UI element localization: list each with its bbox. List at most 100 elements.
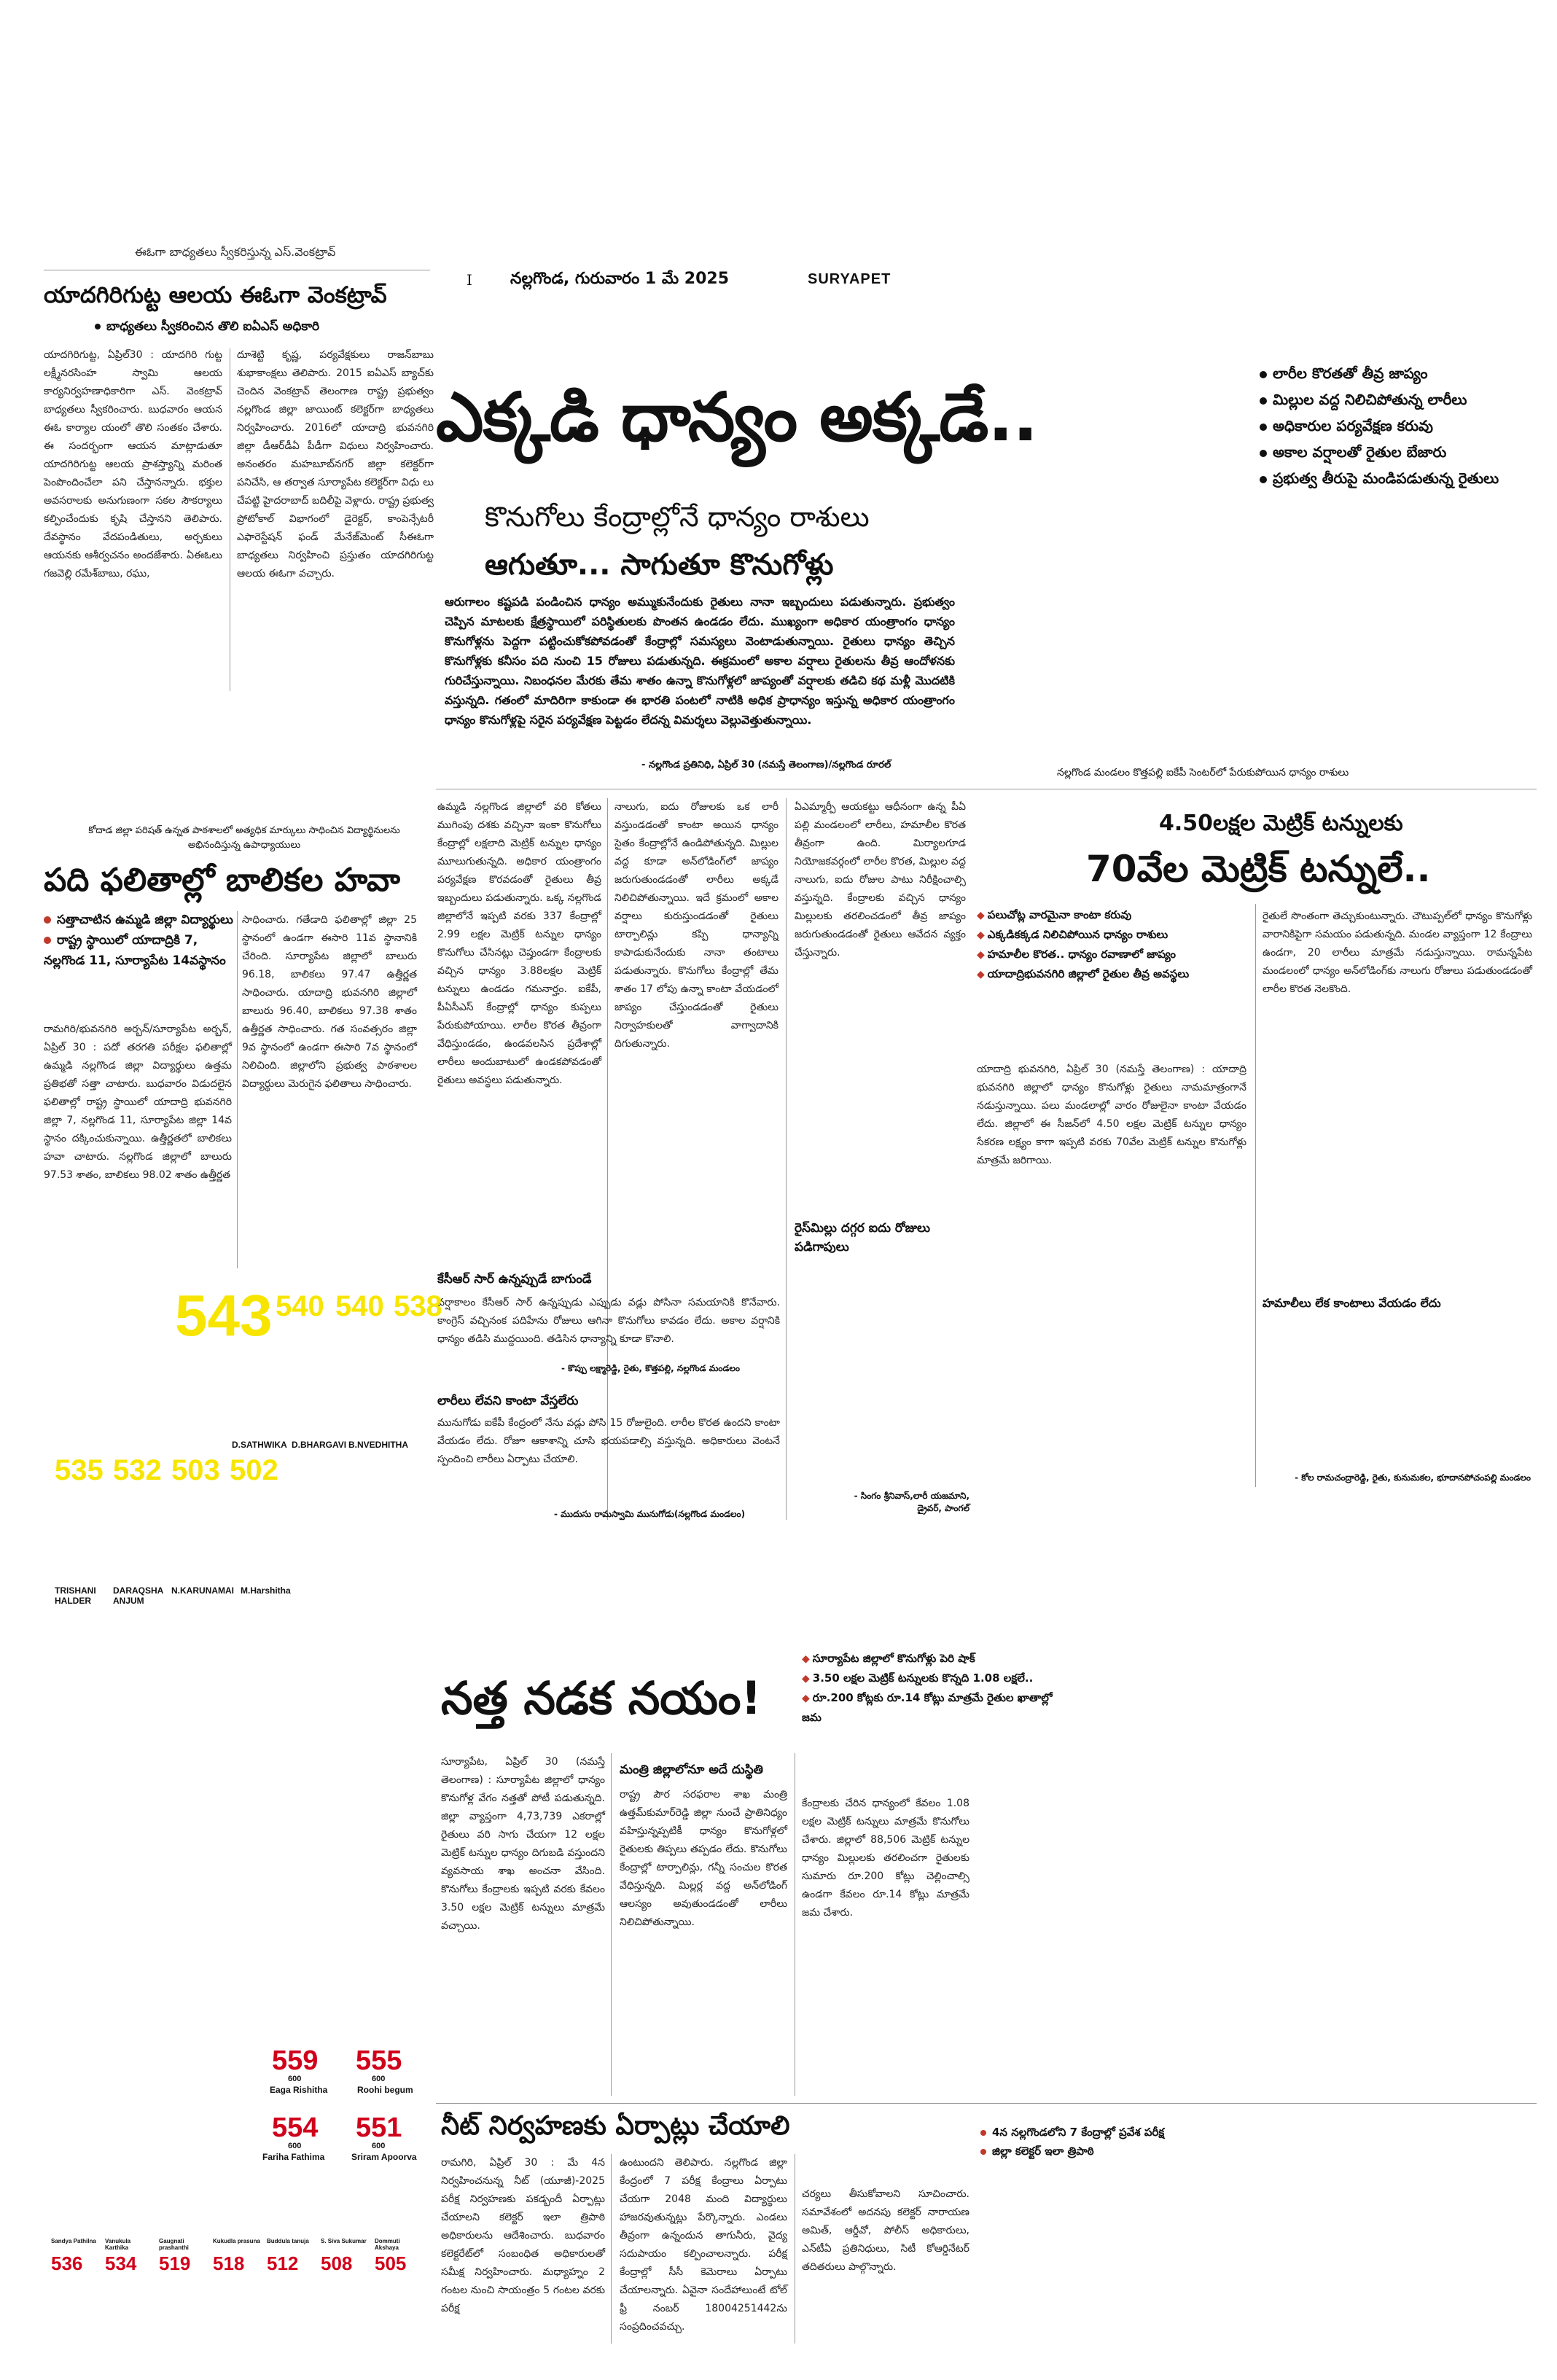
- topper-name: D.SATHWIKA: [232, 1440, 287, 1450]
- bullet-diamond-icon: ◆: [802, 1693, 810, 1704]
- topper-score: 559: [272, 2045, 319, 2076]
- topper-name: DARAQSHA ANJUM: [113, 1585, 163, 1606]
- opinion-byline: - సింగం శ్రీనివాస్,లారీ యజమాని, డ్రైవర్,…: [854, 1491, 969, 1513]
- snail-body-col-a: సూర్యాపేట, ఏప్రిల్ 30 (నమస్తే తెలంగాణ) :…: [441, 1756, 605, 1932]
- topper-score: 540: [276, 1290, 324, 1322]
- girls-body-col-b: సాధించారు. గతేడాది ఫలితాల్లో జిల్లా 25 స…: [242, 914, 417, 1090]
- snail-bullets: ◆సూర్యాపేట జిల్లాలో కొనుగోళ్లు పెరి షాక్…: [802, 1649, 1072, 1727]
- metric-box-byline: - కోల రామచంద్రారెడ్డి, రైతు, కునుమకల, భూ…: [1295, 1472, 1531, 1483]
- lead-bullet: అకాల వర్షాలతో రైతుల బేజారు: [1260, 439, 1537, 465]
- column-divider: [1255, 904, 1256, 1487]
- topper-name: Eaga Rishitha: [270, 2085, 328, 2095]
- metric-headline-big: 70వేల మెట్రిక్ టన్నులే..: [1086, 848, 1431, 890]
- metric-bullet: ◆యాదాద్రిభువనగిరి జిల్లాలో రైతుల తీవ్ర అ…: [977, 967, 1190, 980]
- opinion-byline: - ముదుసు రామస్వామి మునుగోడు(నల్లగొండ మండ…: [554, 1509, 746, 1519]
- topper-score: 555: [356, 2045, 402, 2076]
- page-number: I: [467, 271, 472, 289]
- strip-name: Sandya Pathilna: [51, 2238, 96, 2244]
- neet-headline: నీట్ నిర్వహణకు ఏర్పాట్లు చేయాలి: [441, 2111, 790, 2141]
- topper-score: 551: [356, 2112, 402, 2143]
- bullet-dot-icon: [44, 937, 51, 944]
- topper-name: Sriram Apoorva: [351, 2152, 417, 2162]
- bullet-dot-icon: [1260, 397, 1267, 405]
- strip-name: S. Siva Sukumar: [321, 2238, 367, 2244]
- neet-body-col-c: చర్యలు తీసుకోవాలని సూచించారు. సమావేశంలో …: [802, 2188, 969, 2273]
- bullet-dot-icon: [1260, 449, 1267, 457]
- strip-name: Gaugnati prashanthi: [159, 2238, 189, 2251]
- topper-name: B.NVEDHITHA: [348, 1440, 409, 1450]
- girls-bullet: రాష్ట్ర స్థాయిలో యాదాద్రికి 7, నల్లగొండ …: [44, 933, 226, 968]
- strip-score: 505: [375, 2252, 407, 2274]
- neet-bullets: 4న నల్లగొండలోని 7 కేంద్రాల్లో ప్రవేశ పరీ…: [980, 2123, 1243, 2161]
- lead-body-col-b: నాలుగు, ఐదు రోజులకు ఒక లారీ వస్తుండడంతో …: [614, 801, 778, 1050]
- score-out-of: 600: [288, 2075, 302, 2083]
- metric-bullet: ◆ఎక్కడికక్కడ నిలిచిపోయిన ధాన్యం రాశులు: [977, 928, 1168, 941]
- metric-headline-small: 4.50లక్షల మెట్రిక్ టన్నులకు: [1159, 811, 1403, 836]
- column-divider: [237, 911, 238, 1268]
- photo-caption: ఈఓగా బాధ్యతలు స్వీకరిస్తున్న ఎస్‌.వెంకట్…: [135, 245, 336, 259]
- topper-name: D.BHARGAVI: [292, 1440, 347, 1450]
- bullet-dot-icon: [980, 2129, 986, 2136]
- bullet-dot-icon: [1260, 475, 1267, 483]
- topper-name: N.KARUNAMAI: [171, 1585, 234, 1596]
- score-strip: Sandya Pathilna Vanukula Karthika Gaugna…: [51, 2238, 430, 2275]
- score-strip-names: Sandya Pathilna Vanukula Karthika Gaugna…: [51, 2238, 430, 2251]
- bullet-diamond-icon: ◆: [977, 969, 985, 980]
- opinion-text: మునుగోడు ఐకేపీ కేంద్రంలో నేను వడ్లు పోసి…: [437, 1417, 780, 1465]
- subhead-text: బాధ్యతలు స్వీకరించిన తొలి ఐఏఎస్ అధికారి: [106, 319, 320, 334]
- snail-bullet: ◆రూ.200 కోట్లకు రూ.14 కోట్లు మాత్రమే రైత…: [802, 1691, 1053, 1724]
- snail-bullet: ◆3.50 లక్షల మెట్రిక్ టన్నులకు కొన్నది 1.…: [802, 1671, 1034, 1685]
- bullet-dot-icon: [980, 2148, 986, 2155]
- girls-bullet: సత్తాచాటిన ఉమ్మడి జిల్లా విద్యార్థులు: [44, 910, 233, 930]
- girls-headline: పది ఫలితాల్లో బాలికల హవా: [44, 862, 400, 899]
- bullet-dot-icon: [44, 916, 51, 924]
- opinion-subhead: కేసీఆర్ సార్ ఉన్నప్పుడే బాగుండే: [437, 1272, 592, 1287]
- opinion-subhead: లారీలు లేవని కాంటా వేస్తలేరు: [437, 1394, 579, 1408]
- topper-score: 503: [171, 1454, 220, 1486]
- topper-name: M.Harshitha: [241, 1585, 291, 1596]
- score-out-of: 600: [288, 2142, 302, 2150]
- snail-body-col-b: రాష్ట్ర పౌర సరఫరాల శాఖ మంత్రి ఉత్తమ్‌కుమ…: [620, 1789, 787, 1928]
- girls-body-col-a: రామగిరి/భువనగిరి అర్బన్/సూర్యాపేట అర్బన్…: [44, 1023, 232, 1181]
- topper-score: 540: [335, 1290, 384, 1322]
- strip-name: Dommuti Akshaya: [375, 2238, 400, 2251]
- score-out-of: 600: [372, 2075, 386, 2083]
- strip-score: 512: [267, 2252, 299, 2274]
- story-body-col1: యాదగిరిగుట్ట, ఏప్రిల్30 : యాదగిరి గుట్ట …: [44, 349, 222, 580]
- snail-bullet: ◆సూర్యాపేట జిల్లాలో కొనుగోళ్లు పెరి షాక్: [802, 1652, 975, 1665]
- neet-body-col-a: రామగిరి, ఏప్రిల్ 30 : మే 4న నిర్వహించనున…: [441, 2157, 605, 2314]
- strip-score: 508: [321, 2252, 353, 2274]
- lead-intro: ఆరుగాలం కష్టపడి పండించిన ధాన్యం అమ్ముకున…: [445, 595, 955, 727]
- story-headline: యాదగిరిగుట్ట ఆలయ ఈఓగా వెంకట్రావ్: [44, 282, 387, 308]
- girls-bullets: సత్తాచాటిన ఉమ్మడి జిల్లా విద్యార్థులు రా…: [44, 910, 233, 971]
- topper-score: 535: [55, 1454, 104, 1486]
- section-name: SURYAPET: [808, 271, 891, 287]
- lead-kicker: కొనుగోలు కేంద్రాల్లోనే ధాన్యం రాశులు: [485, 501, 870, 533]
- neet-bullet: 4న నల్లగొండలోని 7 కేంద్రాల్లో ప్రవేశ పరీ…: [980, 2123, 1243, 2142]
- metric-bullet: ◆హమాలీల కొరత.. ధాన్యం రవాణాలో జాప్యం: [977, 948, 1176, 961]
- topper-score: 554: [272, 2112, 319, 2143]
- lead-bullets: లారీల కొరతతో తీవ్ర జాప్యం మిల్లుల వద్ద న…: [1260, 360, 1537, 491]
- story-subhead: బాధ్యతలు స్వీకరించిన తొలి ఐఏఎస్ అధికారి: [95, 319, 319, 337]
- bullet-diamond-icon: ◆: [977, 929, 985, 941]
- topper-name: TRISHANI HALDER: [55, 1585, 96, 1606]
- divider: [436, 2103, 1537, 2104]
- column-divider: [611, 1753, 612, 2096]
- strip-name: Kukudla prasuna: [213, 2238, 260, 2244]
- story-body-col2: దూశెట్టి కృష్ణ, పర్యవేక్షకులు రాజన్‌బాబు…: [237, 349, 434, 580]
- lead-body-col-c: ఏఎమ్మార్పీ ఆయకట్టు ఆధీనంగా ఉన్న పీఏ పల్ల…: [795, 801, 966, 959]
- lead-bullet: అధికారుల పర్యవేక్షణ కరువు: [1260, 413, 1537, 439]
- neet-body-col-b: ఉంటుందని తెలిపారు. నల్లగొండ జిల్లా కేంద్…: [620, 2157, 787, 2333]
- opinion-text: వర్షాకాలం కేసీఆర్ సార్ ఉన్నప్పుడు ఎప్పుడ…: [437, 1297, 780, 1345]
- opinion-byline: - కొప్పు లక్ష్మారెడ్డి, రైతు, కొత్తపల్లి…: [561, 1363, 740, 1373]
- snail-body-col-c: కేంద్రాలకు చేరిన ధాన్యంలో కేవలం 1.08 లక్…: [802, 1798, 969, 1919]
- topper-score: 532: [113, 1454, 162, 1486]
- lead-body-col-a: ఉమ్మడి నల్లగొండ జిల్లాలో వరి కోతలు ముగిం…: [437, 801, 601, 1086]
- girls-kicker: కోదాడ జిల్లా పరిషత్ ఉన్నత పాఠశాలలో అత్యధ…: [88, 825, 400, 851]
- lead-bullet: ప్రభుత్వ తీరుపై మండిపడుతున్న రైతులు: [1260, 465, 1537, 491]
- topper-score: 543: [175, 1283, 273, 1348]
- strip-score: 536: [51, 2252, 83, 2274]
- lead-subhead: ఆగుతూ... సాగుతూ కొనుగోళ్లు: [485, 548, 834, 582]
- strip-score: 534: [105, 2252, 137, 2274]
- score-strip-scores: 536 534 519 518 512 508 505: [51, 2252, 430, 2275]
